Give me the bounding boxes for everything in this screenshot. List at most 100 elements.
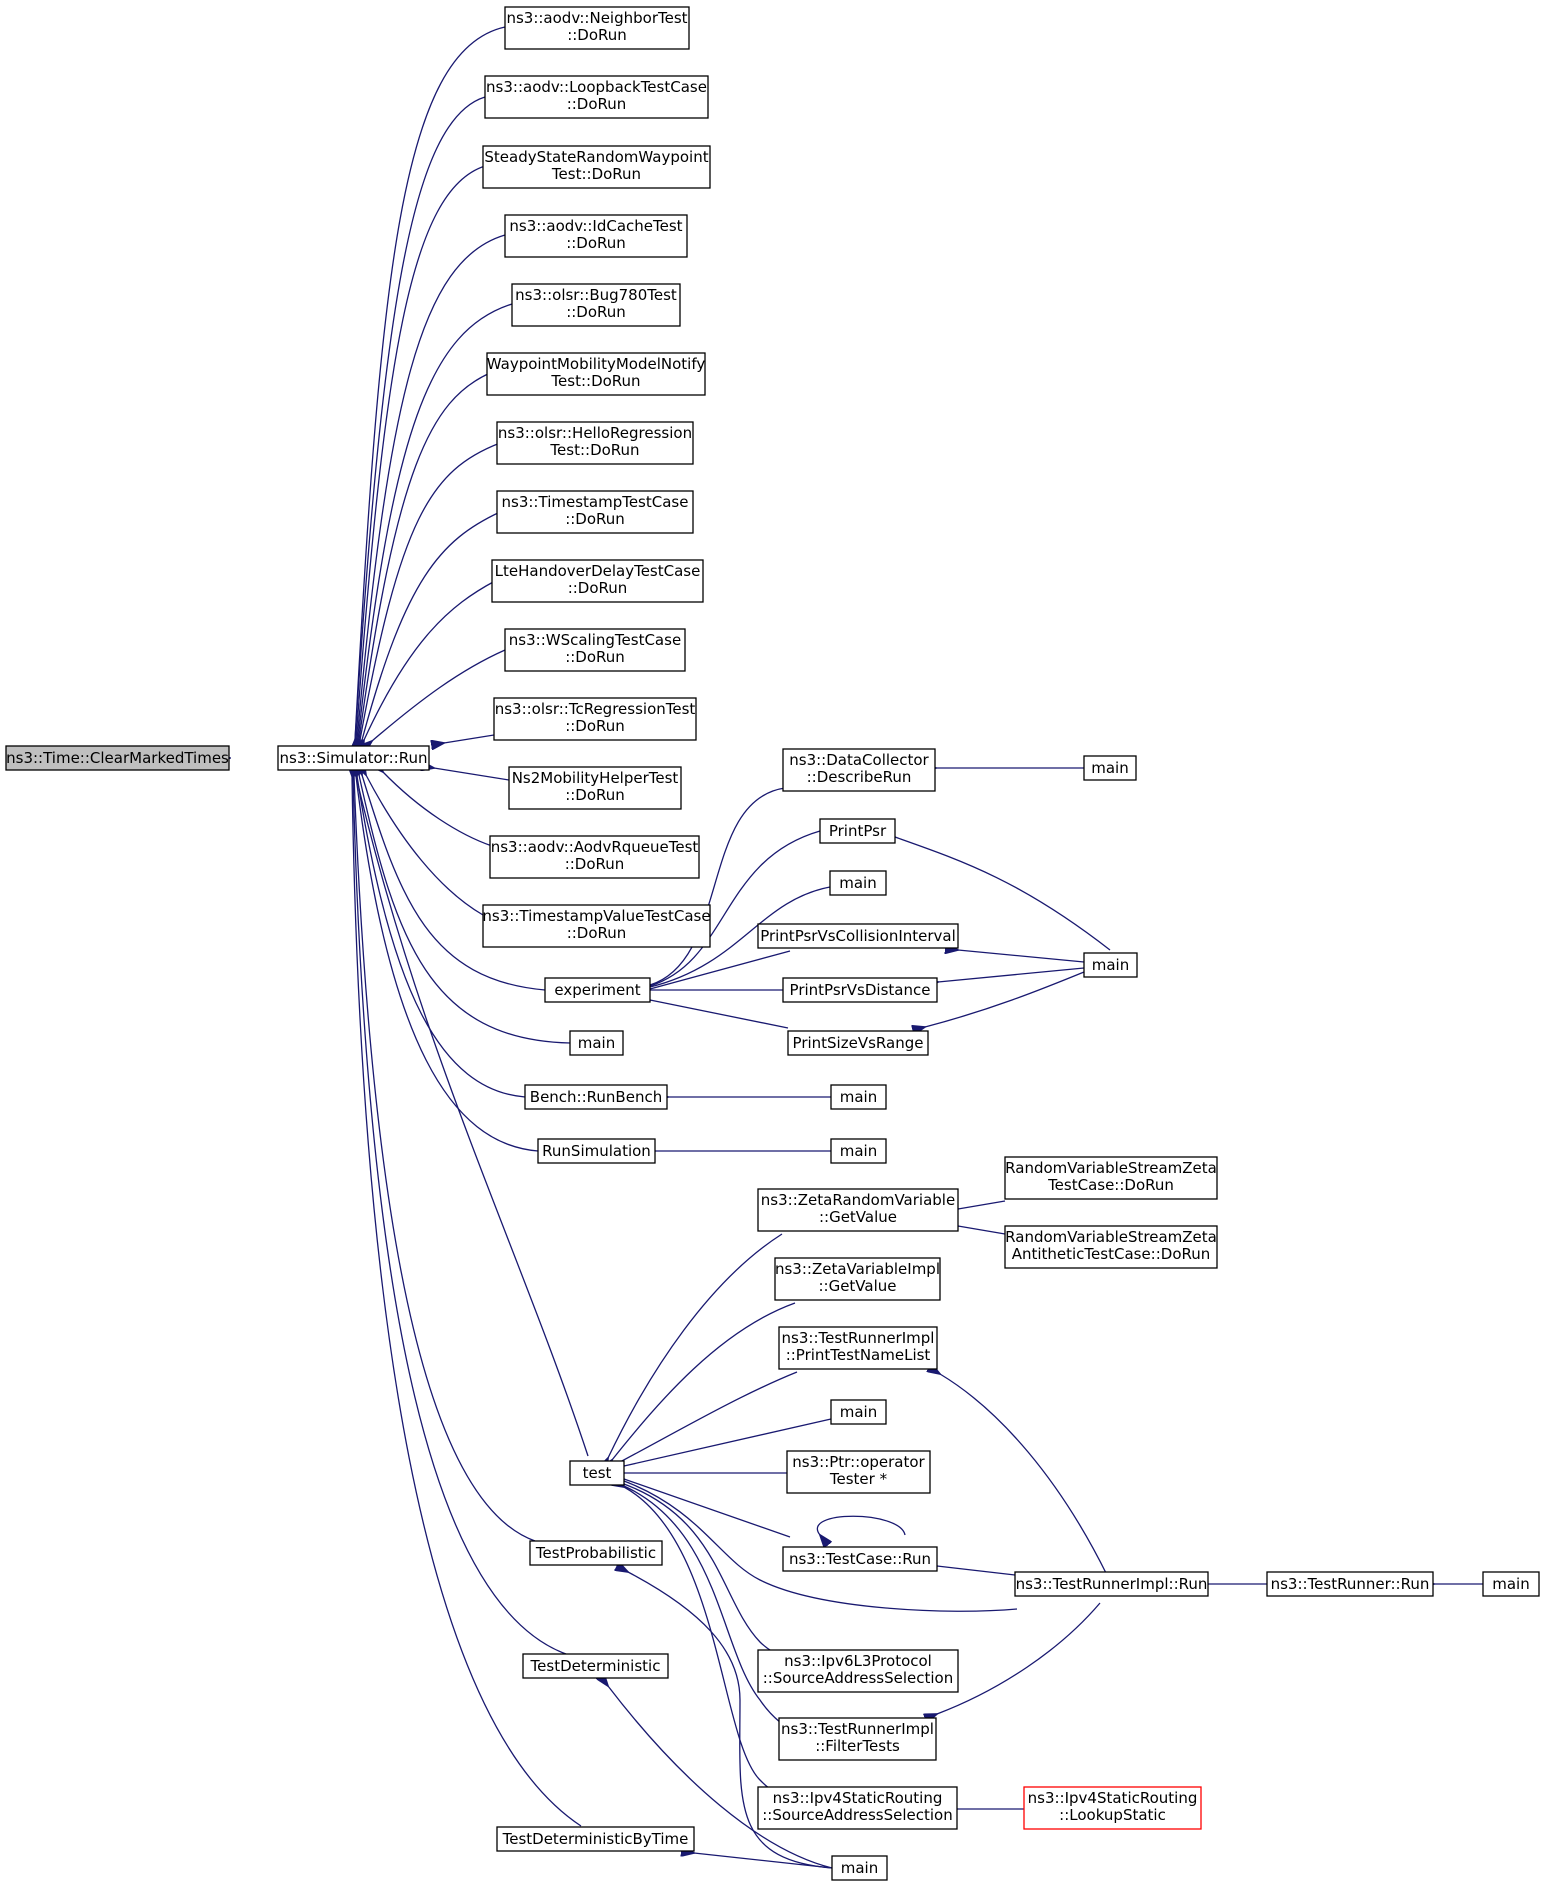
node-main[interactable]: main bbox=[1083, 952, 1138, 978]
node-label: ns3::TestRunnerImpl bbox=[782, 1329, 935, 1347]
edge-run-simulation bbox=[356, 776, 539, 1152]
edge-main43-to-test-deterministic bbox=[608, 1686, 833, 1869]
edge-zeta-impl-to-test bbox=[612, 1302, 796, 1460]
node-ns3-testcase-run[interactable]: ns3::TestCase::Run bbox=[782, 1546, 938, 1572]
node-ltehandoverdelaytestcase-dorun[interactable]: LteHandoverDelayTestCase::DoRun bbox=[491, 559, 704, 603]
node-ns3-timestamptestcase-dorun[interactable]: ns3::TimestampTestCase::DoRun bbox=[496, 490, 694, 534]
node-box bbox=[782, 748, 936, 792]
node-printpsrvsdistance[interactable]: PrintPsrVsDistance bbox=[782, 977, 938, 1003]
node-ns3-zetavariableimpl-getvalue[interactable]: ns3::ZetaVariableImpl::GetValue bbox=[774, 1257, 941, 1301]
node-ns3-aodv-loopbacktestcase-dorun[interactable]: ns3::aodv::LoopbackTestCase::DoRun bbox=[484, 75, 709, 119]
node-box bbox=[504, 214, 688, 258]
node-ns3-testrunnerimpl-run[interactable]: ns3::TestRunnerImpl::Run bbox=[1014, 1571, 1209, 1597]
node-ns3-aodv-neighbortest-dorun[interactable]: ns3::aodv::NeighborTest::DoRun bbox=[504, 6, 690, 50]
node-box bbox=[757, 1786, 958, 1830]
node-main[interactable]: main bbox=[829, 870, 887, 896]
node-ns3-testrunnerimpl-printtestnamelist[interactable]: ns3::TestRunnerImpl::PrintTestNameList bbox=[778, 1326, 938, 1370]
node-label: main bbox=[839, 874, 876, 892]
edge-main43-to-test-deterministic-by-time bbox=[694, 1853, 833, 1869]
node-label: ns3::Ptr::operator bbox=[792, 1453, 925, 1471]
edge-ipv4-to-test bbox=[624, 1487, 771, 1789]
node-experiment[interactable]: experiment bbox=[544, 977, 651, 1003]
node-label: ns3::ZetaVariableImpl bbox=[775, 1260, 940, 1278]
node-printsizevsrange[interactable]: PrintSizeVsRange bbox=[787, 1030, 929, 1056]
node-label: ::DoRun bbox=[566, 303, 626, 321]
node-box bbox=[782, 1546, 938, 1572]
edge-experiment bbox=[362, 775, 546, 991]
node-box bbox=[1004, 1156, 1218, 1200]
node-ns3-simulator-run[interactable]: ns3::Simulator::Run bbox=[277, 745, 430, 771]
node-box bbox=[1004, 1225, 1218, 1269]
node-label: SteadyStateRandomWaypoint bbox=[484, 148, 708, 166]
edge-zeta-doRun-to-zeta bbox=[958, 1200, 1006, 1209]
node-testdeterministicbytime[interactable]: TestDeterministicByTime bbox=[496, 1826, 695, 1852]
edge-hello-regression bbox=[360, 442, 501, 740]
node-main[interactable]: main bbox=[1083, 755, 1137, 781]
node-label: ns3::TestRunnerImpl bbox=[781, 1720, 934, 1738]
node-box bbox=[830, 1084, 887, 1110]
node-ns3-wscalingtestcase-dorun[interactable]: ns3::WScalingTestCase::DoRun bbox=[504, 628, 686, 672]
node-main[interactable]: main bbox=[831, 1855, 888, 1881]
node-label: main bbox=[840, 1142, 877, 1160]
node-label: ::SourceAddressSelection bbox=[763, 1669, 954, 1687]
edge-main31-to-size-range bbox=[925, 971, 1085, 1027]
node-main[interactable]: main bbox=[569, 1030, 624, 1056]
node-label: test bbox=[583, 1464, 612, 1482]
node-ns3-ipv4staticrouting-sourceaddressselection[interactable]: ns3::Ipv4StaticRouting::SourceAddressSel… bbox=[757, 1786, 958, 1830]
node-label: PrintPsrVsDistance bbox=[790, 981, 931, 999]
node-ns3-testrunnerimpl-filtertests[interactable]: ns3::TestRunnerImpl::FilterTests bbox=[778, 1717, 937, 1761]
node-ns2mobilityhelpertest-dorun[interactable]: Ns2MobilityHelperTest::DoRun bbox=[508, 766, 682, 810]
node-ns3-timestampvaluetestcase-dorun[interactable]: ns3::TimestampValueTestCase::DoRun bbox=[482, 904, 711, 948]
node-main[interactable]: main bbox=[830, 1084, 887, 1110]
node-ns3-ipv4staticrouting-lookupstatic[interactable]: ns3::Ipv4StaticRouting::LookupStatic bbox=[1023, 1786, 1202, 1830]
edge-waypoint-test bbox=[359, 372, 491, 740]
node-ns3-datacollector-describerun[interactable]: ns3::DataCollector::DescribeRun bbox=[782, 748, 936, 792]
node-label: ns3::TimestampTestCase bbox=[502, 493, 689, 511]
node-label: Ns2MobilityHelperTest bbox=[512, 769, 679, 787]
node-randomvariablestreamzeta-antithetictestcase-dorun[interactable]: RandomVariableStreamZetaAntitheticTestCa… bbox=[1004, 1225, 1218, 1269]
node-label: ::SourceAddressSelection bbox=[762, 1806, 953, 1824]
node-ns3-testrunner-run[interactable]: ns3::TestRunner::Run bbox=[1266, 1571, 1434, 1597]
node-box bbox=[5, 745, 230, 771]
node-box bbox=[537, 1138, 656, 1164]
node-label: main bbox=[840, 1088, 877, 1106]
node-label: ns3::TestCase::Run bbox=[789, 1550, 931, 1568]
node-ns3-zetarandomvariable-getvalue[interactable]: ns3::ZetaRandomVariable::GetValue bbox=[757, 1188, 959, 1232]
node-printpsrvscollisioninterval[interactable]: PrintPsrVsCollisionInterval bbox=[757, 923, 959, 949]
node-box bbox=[569, 1030, 624, 1056]
edge-describe-run-to-experiment bbox=[650, 787, 786, 985]
node-ns3-aodv-aodvrqueuetest-dorun[interactable]: ns3::aodv::AodvRqueueTest::DoRun bbox=[489, 835, 700, 879]
node-label: TestCase::DoRun bbox=[1047, 1176, 1174, 1194]
node-ns3-olsr-bug780test-dorun[interactable]: ns3::olsr::Bug780Test::DoRun bbox=[511, 283, 681, 327]
node-box bbox=[786, 1450, 931, 1494]
edge-main43-to-test-probabilistic bbox=[628, 1572, 833, 1869]
node-ns3-ipv6l3protocol-sourceaddressselection[interactable]: ns3::Ipv6L3Protocol::SourceAddressSelect… bbox=[757, 1649, 959, 1693]
node-testprobabilistic[interactable]: TestProbabilistic bbox=[529, 1540, 663, 1566]
node-printpsr[interactable]: PrintPsr bbox=[819, 818, 896, 844]
node-label: experiment bbox=[554, 981, 640, 999]
node-ns3-time-clearmarkedtimes[interactable]: ns3::Time::ClearMarkedTimes bbox=[5, 745, 230, 771]
node-ns3-aodv-idcachetest-dorun[interactable]: ns3::aodv::IdCacheTest::DoRun bbox=[504, 214, 688, 258]
node-box bbox=[496, 1826, 695, 1852]
node-bench-runbench[interactable]: Bench::RunBench bbox=[524, 1084, 668, 1110]
node-main[interactable]: main bbox=[1482, 1571, 1540, 1597]
node-label: ::DoRun bbox=[565, 855, 625, 873]
node-main[interactable]: main bbox=[830, 1399, 887, 1425]
edge-bug780-test bbox=[358, 303, 513, 740]
node-main[interactable]: main bbox=[830, 1138, 887, 1164]
node-label: PrintPsr bbox=[829, 822, 887, 840]
node-label: ::DescribeRun bbox=[807, 768, 912, 786]
node-runsimulation[interactable]: RunSimulation bbox=[537, 1138, 656, 1164]
node-ns3-olsr-tcregressiontest-dorun[interactable]: ns3::olsr::TcRegressionTest::DoRun bbox=[493, 697, 697, 741]
node-testdeterministic[interactable]: TestDeterministic bbox=[522, 1653, 669, 1679]
node-test[interactable]: test bbox=[569, 1460, 625, 1486]
edge-test-probabilistic bbox=[354, 776, 536, 1542]
node-label: ::LookupStatic bbox=[1059, 1806, 1166, 1824]
node-box bbox=[782, 977, 938, 1003]
